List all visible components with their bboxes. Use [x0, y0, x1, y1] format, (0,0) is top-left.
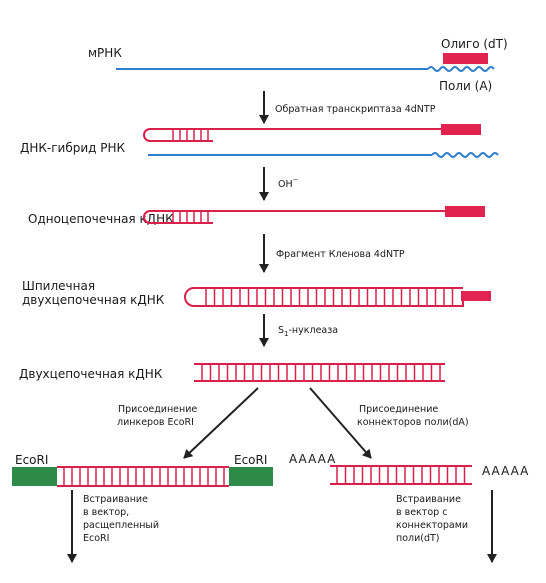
label-connectors-1: Присоединение: [359, 404, 438, 415]
poly-da-cdna: AAAAA AAAAA: [289, 452, 529, 485]
cdna-hairpin-start: [143, 128, 441, 142]
row-mrna: мРНК Олиго (dT) Поли (А): [88, 37, 508, 93]
label-insert-right-2: в вектор с: [396, 507, 447, 518]
oligo-dt-primer: [443, 53, 488, 64]
hybrid-base-pairs: [172, 129, 209, 141]
label-single-strand: Одноцепочечная кДНК: [28, 212, 174, 226]
oligo-dt-block-single: [445, 206, 485, 217]
arrow-branch-right: [309, 387, 372, 459]
step-klenow: Фрагмент Кленова 4dNTP: [276, 249, 405, 260]
step-oh: OH−: [278, 176, 299, 190]
arrow-branch-left: [183, 387, 259, 459]
label-poly-a: Поли (А): [439, 79, 492, 93]
label-aaaaa-left: AAAAA: [289, 452, 336, 466]
label-double-strand: Двухцепочечная кДНК: [19, 367, 163, 381]
step-reverse-transcriptase: Обратная транскриптаза 4dNTP: [275, 104, 436, 115]
label-aaaaa-right: AAAAA: [482, 464, 529, 478]
polyda-cdna-base-pairs: [336, 466, 466, 484]
row-double-strand: Двухцепочечная кДНК: [19, 363, 445, 382]
label-insert-left-2: в вектор,: [83, 507, 129, 518]
label-insert-right-4: поли(dT): [396, 533, 440, 544]
step-s1-nuclease: S1-нуклеаза: [278, 325, 338, 338]
poly-a-tail-hybrid: [431, 152, 499, 158]
ecori-linker-left: [12, 467, 57, 486]
label-linkers-1: Присоединение: [118, 404, 197, 415]
ecori-linked-cdna: EcoRI EcoRI: [12, 453, 273, 487]
label-hybrid: ДНК-гибрид РНК: [20, 141, 126, 155]
row-hybrid: ДНК-гибрид РНК: [20, 124, 499, 158]
label-oligo-dt: Олиго (dT): [441, 37, 508, 51]
single-strand-base-pairs: [172, 211, 209, 223]
ds-base-pairs: [201, 364, 441, 381]
label-ecori-right: EcoRI: [234, 453, 267, 467]
label-insert-right-3: коннекторами: [396, 520, 468, 531]
row-hairpin: Шпилечная двухцепочечная кДНК: [22, 279, 491, 307]
hairpin-cdna: [184, 287, 464, 307]
ecori-cdna-base-pairs: [63, 467, 225, 486]
label-insert-left-1: Встраивание: [83, 494, 148, 505]
label-connectors-2: коннекторов поли(dA): [357, 417, 469, 428]
oligo-dt-block-hairpin: [461, 291, 491, 301]
label-hairpin-1: Шпилечная: [22, 279, 95, 293]
label-insert-right-1: Встраивание: [396, 494, 461, 505]
label-linkers-2: линкеров EcoRI: [117, 417, 194, 428]
label-hairpin-2: двухцепочечная кДНК: [22, 293, 165, 307]
single-strand-cdna: [143, 210, 445, 224]
ecori-linker-right: [229, 467, 273, 486]
label-insert-left-3: расщепленный: [83, 520, 159, 531]
label-mrna: мРНК: [88, 46, 122, 60]
poly-a-tail: [427, 66, 495, 72]
oligo-dt-block: [441, 124, 481, 135]
hairpin-base-pairs: [205, 288, 454, 306]
label-ecori-left: EcoRI: [15, 453, 48, 467]
row-single-strand: Одноцепочечная кДНК: [28, 206, 485, 226]
label-insert-left-4: EcoRI: [83, 533, 109, 544]
